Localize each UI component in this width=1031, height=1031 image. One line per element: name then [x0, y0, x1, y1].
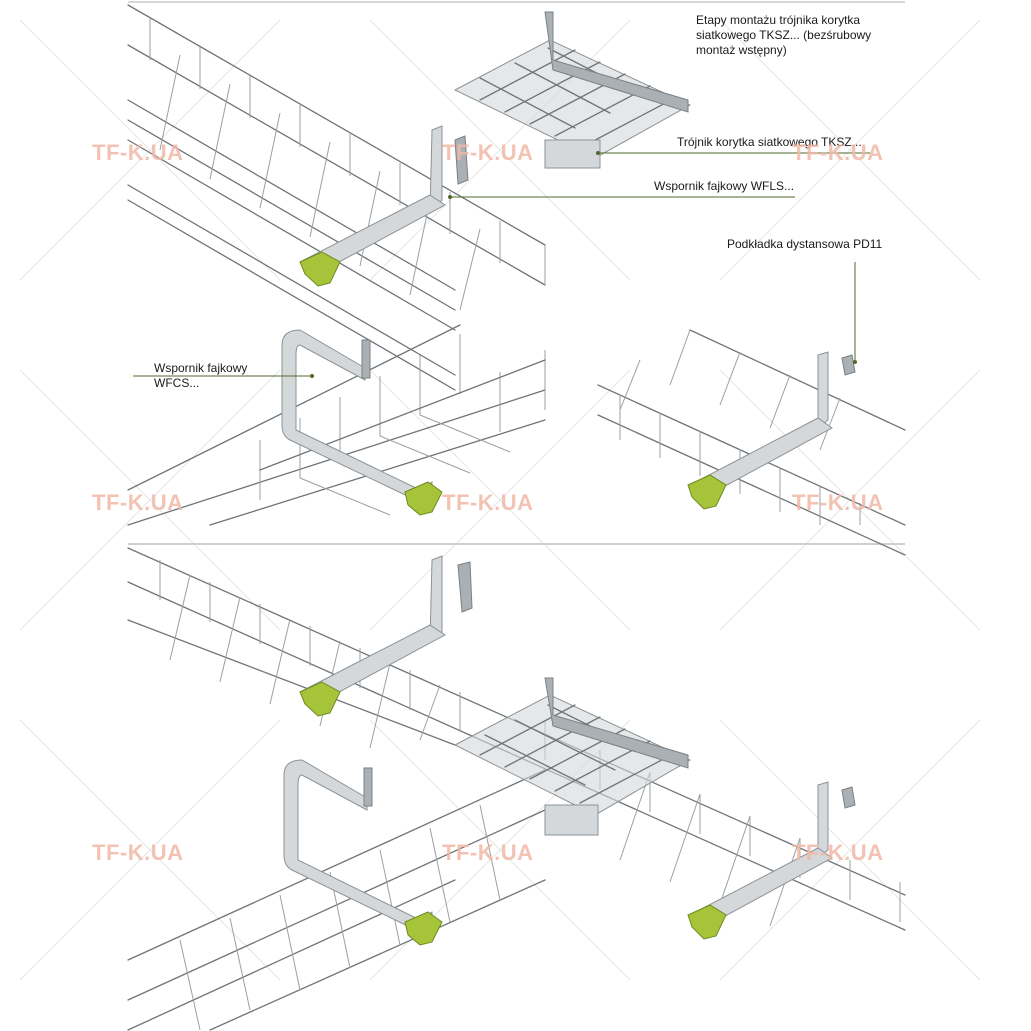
label-tee-piece: Trójnik korytka siatkowego TKSZ...: [677, 135, 862, 149]
cable-tray-top-left: [127, 4, 546, 391]
watermarks: TF-K.UA TF-K.UA TF-K.UA TF-K.UA TF-K.UA …: [92, 140, 883, 865]
label-bracket-wfcs-1: Wspornik fajkowy: [154, 361, 247, 375]
spacer-pad-icon: [687, 904, 727, 940]
label-spacer-pd11: Podkładka dystansowa PD11: [727, 237, 883, 251]
bracket-wfcs-top: [281, 329, 443, 516]
cable-tray-bottom-assembled: [127, 547, 906, 1031]
spacer-pad-icon: [687, 474, 727, 510]
watermark-text: TF-K.UA: [92, 840, 183, 865]
leader-lines: [133, 151, 870, 378]
cable-tray-top-right: [597, 329, 906, 556]
title-line-1: Etapy montażu trójnika korytka: [696, 13, 860, 27]
spacer-pad-icon: [299, 251, 341, 287]
tee-piece-top: [453, 11, 692, 169]
watermark-crosslines: [19, 19, 981, 981]
title-line-2: siatkowego TKSZ... (bezśrubowy: [696, 28, 871, 42]
bracket-wfls-right: [687, 351, 856, 510]
tee-piece-bottom: [453, 677, 692, 836]
bracket-wfls-bottom-left: [299, 555, 473, 717]
title-line-3: montaż wstępny): [696, 43, 787, 57]
spacer-pad-icon: [299, 681, 341, 717]
bracket-wfcs-bottom: [283, 759, 443, 946]
watermark-text: TF-K.UA: [442, 490, 533, 515]
watermark-text: TF-K.UA: [92, 140, 183, 165]
bracket-wfls-top: [299, 125, 469, 287]
watermark-text: TF-K.UA: [792, 140, 883, 165]
spacer-pad-icon: [404, 481, 443, 516]
label-bracket-wfcs-2: WFCS...: [154, 376, 199, 390]
watermark-text: TF-K.UA: [442, 140, 533, 165]
watermark-text: TF-K.UA: [792, 490, 883, 515]
bracket-wfls-bottom-right: [687, 781, 856, 940]
watermark-text: TF-K.UA: [92, 490, 183, 515]
label-bracket-wfls: Wspornik fajkowy WFLS...: [654, 179, 794, 193]
spacer-pad-icon: [404, 911, 443, 946]
watermark-text: TF-K.UA: [792, 840, 883, 865]
watermark-text: TF-K.UA: [442, 840, 533, 865]
